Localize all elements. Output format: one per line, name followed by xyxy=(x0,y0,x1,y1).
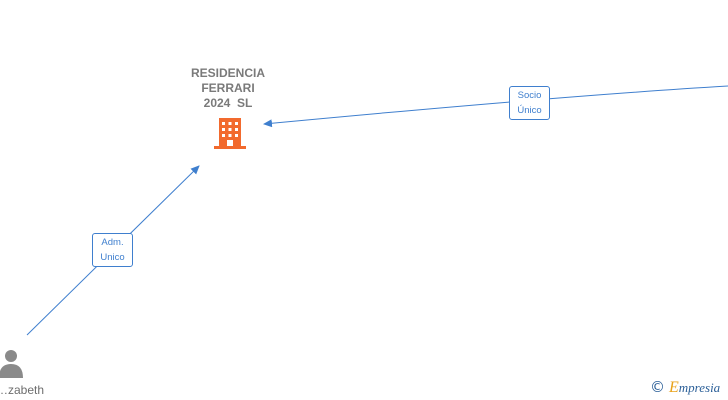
relation-label-socio-unico[interactable]: Socio Único xyxy=(509,86,550,120)
edge-socio-unico xyxy=(263,85,728,128)
relation-label-line: Único xyxy=(517,105,542,116)
brand-logo: ©Empresia xyxy=(650,378,720,397)
relation-label-line: Adm. xyxy=(101,237,124,248)
person-icon[interactable] xyxy=(0,350,23,378)
company-name-line: RESIDENCIA xyxy=(190,66,265,80)
brand-name: mpresia xyxy=(678,380,721,395)
company-name[interactable]: RESIDENCIA FERRARI 2024 SL xyxy=(178,66,278,111)
relation-label-adm-unico[interactable]: Adm. Unico xyxy=(92,233,133,267)
copyright-symbol: © xyxy=(650,378,665,396)
building-icon[interactable] xyxy=(214,118,246,149)
company-name-line: 2024 SL xyxy=(203,96,253,110)
relation-label-line: Socio xyxy=(517,90,542,101)
brand-initial: E xyxy=(669,379,679,396)
person-name[interactable]: …zabeth xyxy=(0,383,45,397)
company-name-line: FERRARI xyxy=(201,81,255,95)
relation-label-line: Unico xyxy=(100,252,125,263)
